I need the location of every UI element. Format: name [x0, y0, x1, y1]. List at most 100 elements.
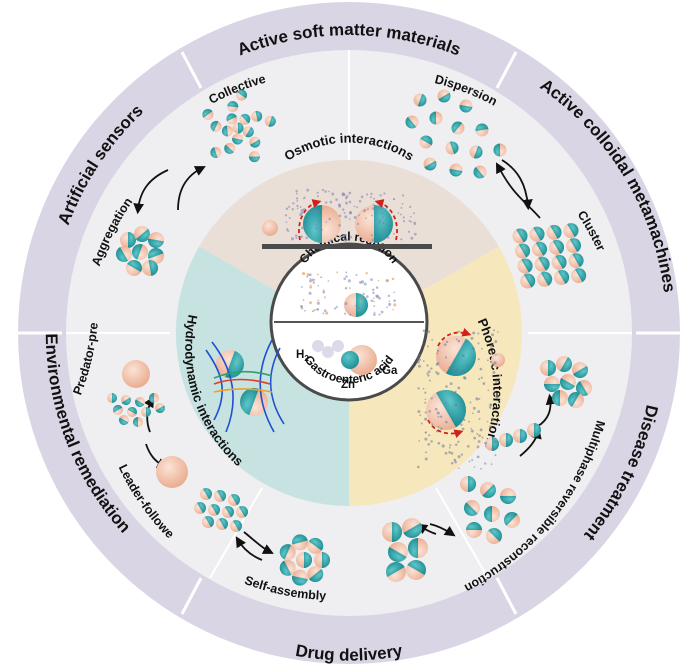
- solute-dot: [344, 215, 348, 219]
- solute-dot: [409, 215, 412, 218]
- solute-dot: [322, 290, 326, 294]
- solute-dot: [348, 287, 351, 290]
- solute-dot: [285, 207, 289, 210]
- multiphase-cluster-particle: [560, 374, 576, 390]
- solute-dot: [489, 403, 493, 407]
- cluster-particle: [517, 258, 533, 274]
- solute-dot: [295, 192, 298, 195]
- h2-bubble: [332, 340, 344, 352]
- interaction-arrow: [437, 328, 472, 347]
- solute-dot: [322, 289, 325, 292]
- solute-dot: [323, 309, 327, 313]
- solute-dot: [416, 360, 420, 364]
- solute-dot: [365, 193, 369, 196]
- solute-dot: [457, 455, 461, 459]
- solute-dot: [370, 278, 373, 281]
- solute-dot: [338, 204, 342, 208]
- solute-dot: [309, 210, 312, 214]
- solute-dots: [284, 188, 499, 470]
- solute-dot: [413, 232, 417, 236]
- aggregation-particle: [148, 232, 164, 248]
- leader-particle: [156, 456, 188, 488]
- solute-dot: [455, 430, 458, 433]
- solute-dot: [437, 415, 440, 418]
- solute-dot: [373, 197, 375, 200]
- assembly-particle: [307, 566, 324, 583]
- solute-dot: [370, 192, 373, 196]
- solute-dot: [353, 205, 356, 208]
- solute-dot: [488, 406, 492, 409]
- solute-dot: [392, 198, 396, 201]
- solute-dot: [387, 236, 390, 239]
- solute-dot: [291, 208, 294, 211]
- solute-dot: [443, 343, 447, 347]
- solute-dot: [370, 299, 374, 303]
- multiphase-cluster-particle: [544, 376, 560, 392]
- solute-dot: [424, 437, 428, 441]
- solute-dot: [457, 339, 461, 343]
- solute-dot: [302, 271, 306, 276]
- solute-dot: [300, 235, 303, 239]
- solute-dot: [386, 225, 389, 227]
- solute-dot: [328, 217, 331, 221]
- solute-dot: [336, 271, 339, 274]
- aggregation-particle: [116, 246, 132, 262]
- flow-streamline: [213, 370, 273, 379]
- solute-dot: [439, 415, 443, 418]
- collective-particle: [210, 120, 222, 132]
- solute-dot: [457, 330, 460, 333]
- solute-dot: [454, 443, 458, 447]
- solute-dot: [344, 234, 347, 236]
- collective-particle: [202, 108, 214, 120]
- solute-dot: [453, 458, 457, 462]
- solute-dot: [478, 417, 481, 420]
- solute-dot: [495, 353, 497, 356]
- solute-dot: [413, 223, 416, 226]
- solute-dot: [466, 445, 470, 448]
- solute-dot: [461, 427, 465, 431]
- solute-dot: [373, 225, 376, 228]
- multiphase-cluster-particle: [540, 360, 556, 376]
- solute-dot: [347, 279, 351, 283]
- solute-dot: [457, 467, 460, 470]
- collective-particle: [224, 142, 236, 154]
- dispersion-particle: [423, 157, 437, 171]
- cluster-particle: [571, 268, 587, 284]
- solute-dot: [313, 308, 316, 312]
- solute-dot: [338, 214, 342, 218]
- solute-dot: [424, 391, 427, 394]
- solute-dot: [419, 414, 422, 417]
- solute-dot: [493, 361, 497, 365]
- solute-dot: [402, 216, 405, 219]
- solute-dot: [455, 338, 458, 341]
- solute-dot: [316, 273, 319, 276]
- follower-particle: [230, 520, 242, 532]
- solute-dot: [311, 310, 314, 313]
- solute-dot: [317, 284, 320, 287]
- dispersion-particle: [451, 121, 465, 135]
- solute-dot: [296, 200, 299, 202]
- solute-dot: [300, 211, 304, 215]
- solute-dot: [486, 420, 489, 423]
- solute-dot: [323, 296, 326, 299]
- solute-dot: [295, 197, 299, 200]
- interaction-arrow: [298, 199, 322, 241]
- reconstruction-particle: [386, 562, 406, 582]
- solute-dot: [303, 196, 306, 199]
- solute-dot: [348, 192, 351, 195]
- solute-dot: [471, 347, 475, 351]
- reconstruction-particle: [388, 542, 408, 562]
- multiphase-particle: [500, 488, 516, 504]
- solute-dot: [436, 372, 440, 376]
- prey-particle: [133, 417, 143, 427]
- solute-dot: [313, 278, 316, 281]
- solute-dot: [454, 403, 458, 407]
- dispersion-particle: [413, 93, 427, 107]
- solute-dot: [365, 217, 367, 219]
- solute-dot: [477, 358, 480, 361]
- chain-particle: [499, 433, 513, 447]
- solute-dot: [424, 457, 428, 461]
- solute-dot: [343, 312, 347, 315]
- solute-dot: [472, 331, 476, 335]
- solute-dot: [371, 238, 375, 242]
